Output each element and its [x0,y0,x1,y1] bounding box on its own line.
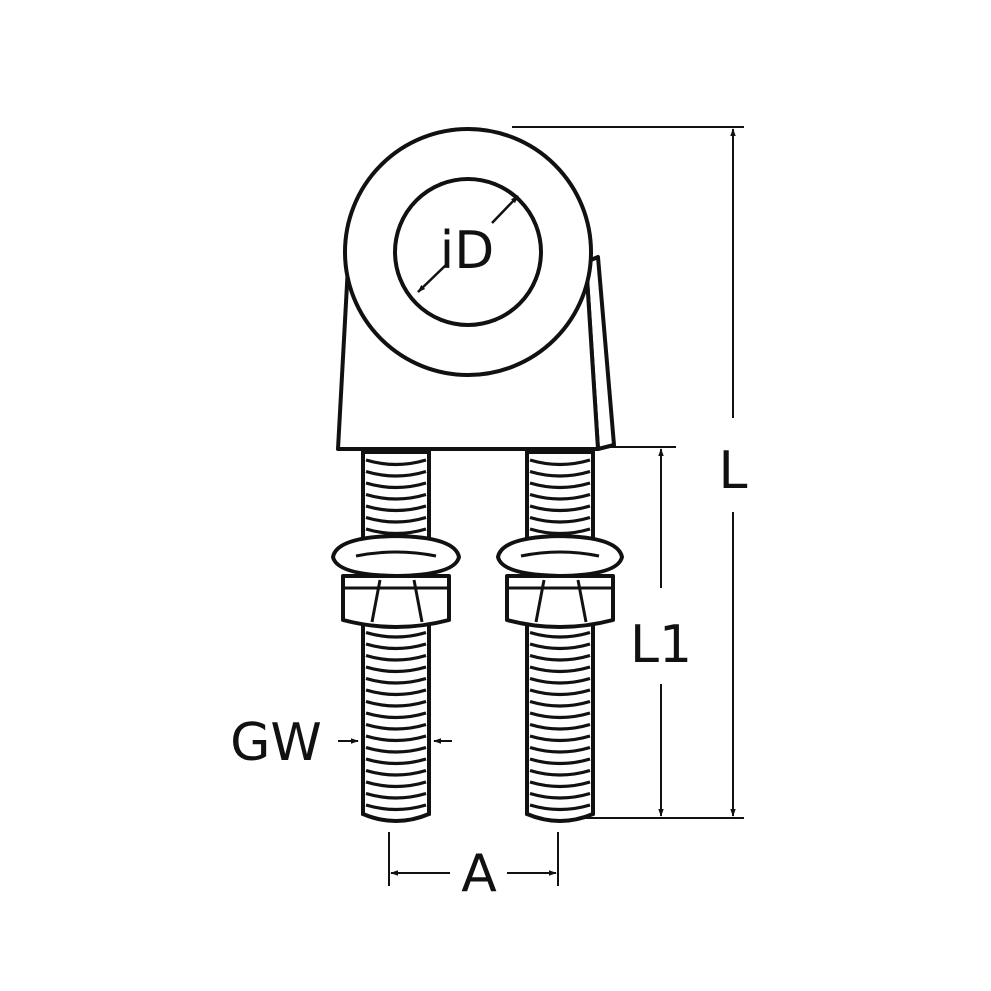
label-l: L [719,441,748,501]
thread-line [529,780,591,789]
thread-line [365,515,427,524]
thread-line [365,745,427,754]
thread-line [365,780,427,789]
washer-left-inner [355,550,437,558]
thread-line [529,458,591,467]
thread-line [365,504,427,513]
thread-line [529,676,591,685]
stud-right [525,450,595,823]
thread-line [529,722,591,731]
thread-line [529,711,591,720]
thread-line [529,734,591,743]
threaded-studs [361,450,595,823]
thread-line [529,492,591,501]
label-a: A [461,844,497,904]
thread-line [365,642,427,651]
thread-line [365,676,427,685]
thread-line [365,630,427,639]
thread-line [529,665,591,674]
dimension-l [512,126,744,819]
thread-line [529,515,591,524]
washer-nut-left [331,534,461,629]
thread-line [529,803,591,812]
thread-line [365,757,427,766]
thread-line [529,653,591,662]
thread-line [529,504,591,513]
stud-left [361,450,431,823]
thread-line [529,768,591,777]
washer-right [496,534,624,578]
nut-right [505,574,615,629]
thread-line [529,630,591,639]
thread-line [365,791,427,800]
thread-line [365,722,427,731]
label-id: iD [440,221,495,281]
thread-line [365,481,427,490]
thread-line [365,688,427,697]
thread-line [529,469,591,478]
dimension-l1 [604,446,676,817]
thread-line [529,791,591,800]
label-l1: L1 [630,615,692,675]
thread-line [365,469,427,478]
eye-inner-circle [393,177,543,327]
thread-line [365,699,427,708]
thread-line [529,642,591,651]
dimension-id [417,195,519,293]
thread-line [365,711,427,720]
thread-line [365,458,427,467]
thread-line [365,527,427,536]
dimension-a [388,832,559,886]
lug-head [336,127,616,451]
thread-line [529,688,591,697]
nut-left [341,574,451,629]
label-gw: GW [230,713,322,773]
thread-line [365,734,427,743]
washer-left [331,534,461,578]
washer-nut-right [496,534,624,629]
washer-right-inner [520,550,600,558]
thread-line [529,527,591,536]
thread-line [365,803,427,812]
thread-line [365,492,427,501]
thread-line [365,768,427,777]
thread-line [529,757,591,766]
thread-line [529,745,591,754]
thread-line [529,699,591,708]
thread-line [365,665,427,674]
thread-line [529,481,591,490]
thread-line [365,653,427,662]
